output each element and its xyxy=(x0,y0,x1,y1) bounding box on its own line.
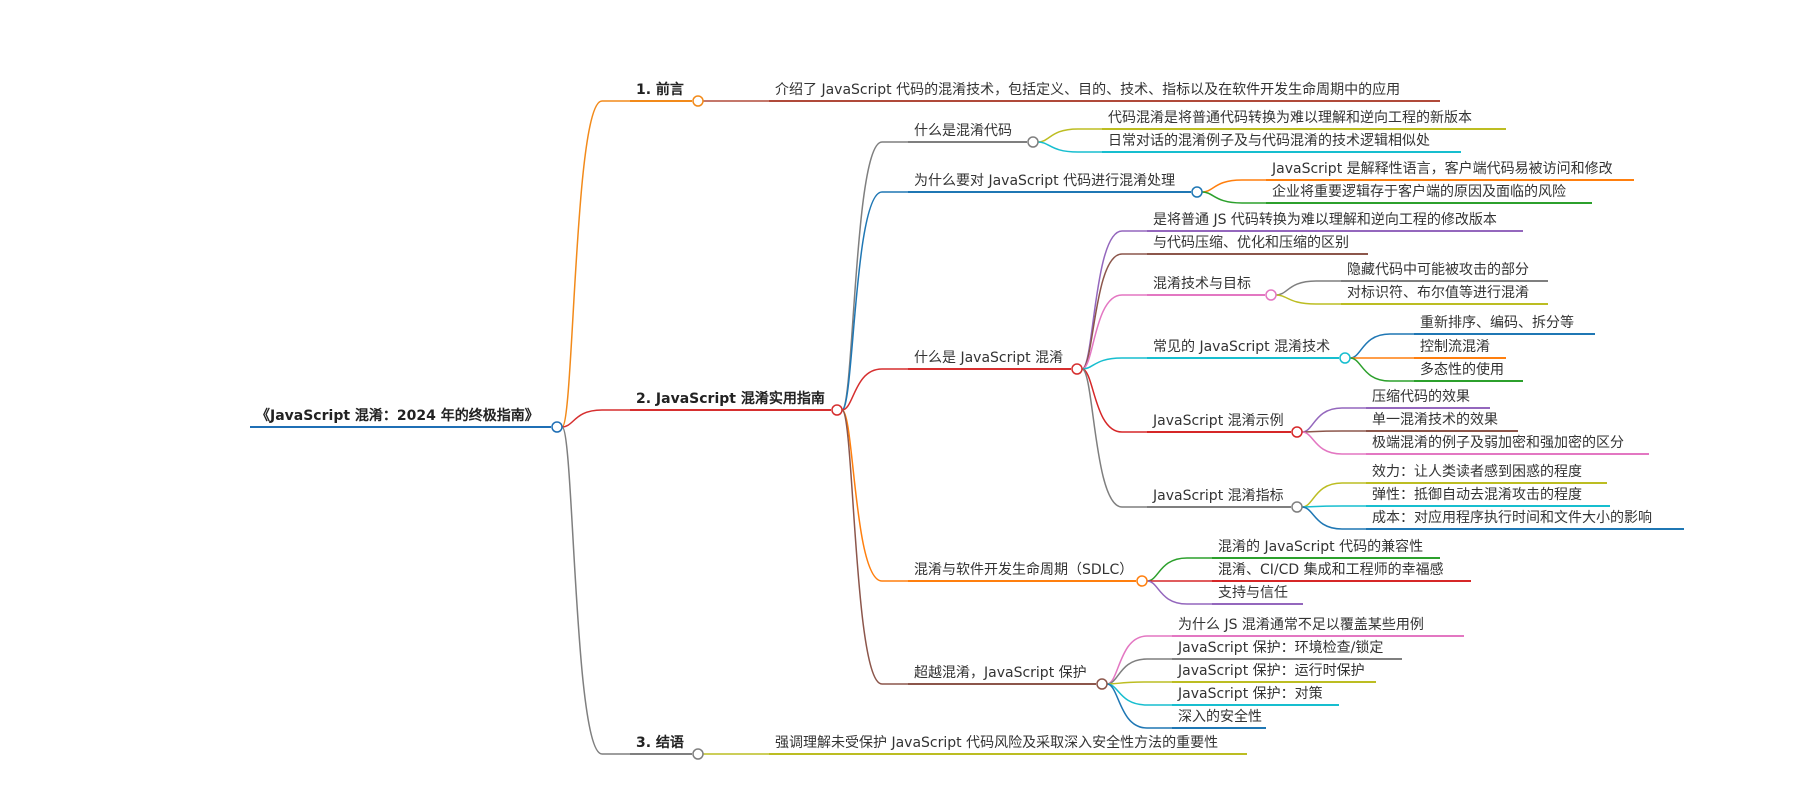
node-label-root-1-2-0[interactable]: 是将普通 JS 代码转换为难以理解和逆向工程的修改版本 xyxy=(1153,211,1497,228)
connector-root-1-2-4-0 xyxy=(1301,407,1366,433)
connector-root-1-4 xyxy=(841,409,908,685)
node-label-root-1-2-3-1[interactable]: 控制流混淆 xyxy=(1420,339,1490,355)
node-label-root-1-4[interactable]: 超越混淆，JavaScript 保护 xyxy=(914,665,1087,681)
node-label-root-1-2-5-1[interactable]: 弹性：抵御自动去混淆攻击的程度 xyxy=(1372,487,1582,503)
collapse-toggle-root-1-2-3[interactable] xyxy=(1339,352,1351,364)
collapse-toggle-root-1-2-4[interactable] xyxy=(1291,426,1303,438)
node-label-root-1-4-1[interactable]: JavaScript 保护：环境检查/锁定 xyxy=(1177,640,1383,656)
node-label-root-1-1-0[interactable]: JavaScript 是解释性语言，客户端代码易被访问和修改 xyxy=(1271,160,1613,177)
node-label-root-1-2-4-0[interactable]: 压缩代码的效果 xyxy=(1372,389,1470,405)
node-label-root-1-2-2-0[interactable]: 隐藏代码中可能被攻击的部分 xyxy=(1347,262,1529,278)
connector-root-1-2-4-2 xyxy=(1301,431,1366,455)
collapse-toggle-root-1-2-2[interactable] xyxy=(1265,289,1277,301)
connector-root-1-2-4-1 xyxy=(1301,430,1366,433)
collapse-toggle-root-1-0[interactable] xyxy=(1027,136,1039,148)
node-label-root-2[interactable]: 3. 结语 xyxy=(636,734,684,751)
node-label-root-1[interactable]: 2. JavaScript 混淆实用指南 xyxy=(636,390,825,407)
node-label-root-1-0-0[interactable]: 代码混淆是将普通代码转换为难以理解和逆向工程的新版本 xyxy=(1108,109,1472,126)
collapse-toggle-root-2[interactable] xyxy=(692,748,704,760)
connector-root-1-2-3-2 xyxy=(1349,357,1414,382)
collapse-toggle-root[interactable] xyxy=(551,421,563,433)
node-label-root-1-4-4[interactable]: 深入的安全性 xyxy=(1178,708,1262,725)
node-label-root-1-3-1[interactable]: 混淆、CI/CD 集成和工程师的幸福感 xyxy=(1218,561,1444,578)
connector-root-1-2 xyxy=(841,368,908,411)
node-label-root-1-1-1[interactable]: 企业将重要逻辑存于客户端的原因及面临的风险 xyxy=(1272,183,1566,200)
node-label-root-1-2-3[interactable]: 常见的 JavaScript 混淆技术 xyxy=(1153,339,1330,355)
connector-root-1-2-2-0 xyxy=(1275,280,1341,296)
node-label-root-1-3[interactable]: 混淆与软件开发生命周期（SDLC） xyxy=(914,561,1133,578)
collapse-toggle-root-1-1[interactable] xyxy=(1191,186,1203,198)
connector-root-1-1 xyxy=(841,191,908,411)
connector-root-1-2-1 xyxy=(1081,253,1147,370)
connector-root-1-3-2 xyxy=(1146,580,1212,605)
collapse-toggle-root-1-2-5[interactable] xyxy=(1291,501,1303,513)
connector-root-1-4-4 xyxy=(1106,683,1172,729)
connector-root-1-2-3-0 xyxy=(1349,333,1414,359)
connector-root-1-2-5 xyxy=(1081,368,1147,508)
connector-root-1-4-0 xyxy=(1106,635,1172,685)
mindmap-links xyxy=(250,100,1684,755)
node-label-root-1-2-4-1[interactable]: 单一混淆技术的效果 xyxy=(1372,412,1498,428)
connector-root-1-1-1 xyxy=(1201,191,1266,204)
node-label-root-1-2-2[interactable]: 混淆技术与目标 xyxy=(1153,276,1251,292)
node-label-root-1-2-5-2[interactable]: 成本：对应用程序执行时间和文件大小的影响 xyxy=(1372,509,1652,526)
collapse-toggle-root-0[interactable] xyxy=(692,95,704,107)
node-label-root-1-2-1[interactable]: 与代码压缩、优化和压缩的区别 xyxy=(1153,235,1349,251)
connector-root-1-4-1 xyxy=(1106,658,1172,685)
node-label-root[interactable]: 《JavaScript 混淆：2024 年的终极指南》 xyxy=(256,407,539,424)
connector-root-1-2-3 xyxy=(1081,357,1147,370)
connector-root-1-2-4 xyxy=(1081,368,1147,433)
connector-root-1-2-5-2 xyxy=(1301,506,1366,530)
node-label-root-1-4-3[interactable]: JavaScript 保护：对策 xyxy=(1177,685,1323,702)
node-label-root-1-2-4[interactable]: JavaScript 混淆示例 xyxy=(1152,413,1284,429)
connector-root-2 xyxy=(561,426,630,755)
node-label-root-1-2-3-0[interactable]: 重新排序、编码、拆分等 xyxy=(1420,314,1574,331)
connector-root-1-2-5-1 xyxy=(1301,505,1366,508)
node-label-root-1-2-2-1[interactable]: 对标识符、布尔值等进行混淆 xyxy=(1347,284,1529,301)
connector-root-1-2-2 xyxy=(1081,294,1147,370)
connector-root-1 xyxy=(561,409,630,428)
node-label-root-1-2-5[interactable]: JavaScript 混淆指标 xyxy=(1152,488,1284,504)
node-label-root-1-1[interactable]: 为什么要对 JavaScript 代码进行混淆处理 xyxy=(914,173,1175,189)
collapse-toggle-root-1-3[interactable] xyxy=(1136,575,1148,587)
collapse-toggle-root-1[interactable] xyxy=(831,404,843,416)
connector-root-1-3 xyxy=(841,409,908,582)
connector-root-1-3-0 xyxy=(1146,557,1212,582)
connector-root-0 xyxy=(561,100,630,428)
node-label-root-1-4-0[interactable]: 为什么 JS 混淆通常不足以覆盖某些用例 xyxy=(1178,617,1424,633)
connector-root-1-0-1 xyxy=(1037,141,1102,153)
node-label-root-1-2-4-2[interactable]: 极端混淆的例子及弱加密和强加密的区分 xyxy=(1372,434,1624,451)
connector-root-1-2-5-0 xyxy=(1301,482,1366,508)
mindmap-nodes: 《JavaScript 混淆：2024 年的终极指南》 1. 前言 介绍了 Java… xyxy=(256,81,1652,760)
node-label-root-1-2-3-2[interactable]: 多态性的使用 xyxy=(1420,361,1504,378)
node-label-root-0-0[interactable]: 介绍了 JavaScript 代码的混淆技术，包括定义、目的、技术、指标以及在软… xyxy=(775,81,1400,98)
node-label-root-1-0-1[interactable]: 日常对话的混淆例子及与代码混淆的技术逻辑相似处 xyxy=(1108,133,1430,149)
node-label-root-1-4-2[interactable]: JavaScript 保护：运行时保护 xyxy=(1177,663,1365,679)
collapse-toggle-root-1-2[interactable] xyxy=(1071,363,1083,375)
connector-root-1-0-0 xyxy=(1037,128,1102,143)
node-label-root-2-0[interactable]: 强调理解未受保护 JavaScript 代码风险及采取深入安全性方法的重要性 xyxy=(775,734,1218,751)
node-label-root-0[interactable]: 1. 前言 xyxy=(636,81,684,98)
node-label-root-1-3-2[interactable]: 支持与信任 xyxy=(1218,585,1288,601)
connector-root-1-1-0 xyxy=(1201,179,1266,193)
node-label-root-1-3-0[interactable]: 混淆的 JavaScript 代码的兼容性 xyxy=(1218,538,1423,555)
collapse-toggle-root-1-4[interactable] xyxy=(1096,678,1108,690)
node-label-root-1-0[interactable]: 什么是混淆代码 xyxy=(914,123,1012,139)
connector-root-1-4-2 xyxy=(1106,681,1172,685)
connector-root-1-2-2-1 xyxy=(1275,294,1341,305)
node-label-root-1-2[interactable]: 什么是 JavaScript 混淆 xyxy=(914,350,1063,366)
node-label-root-1-2-5-0[interactable]: 效力：让人类读者感到困惑的程度 xyxy=(1372,463,1582,480)
